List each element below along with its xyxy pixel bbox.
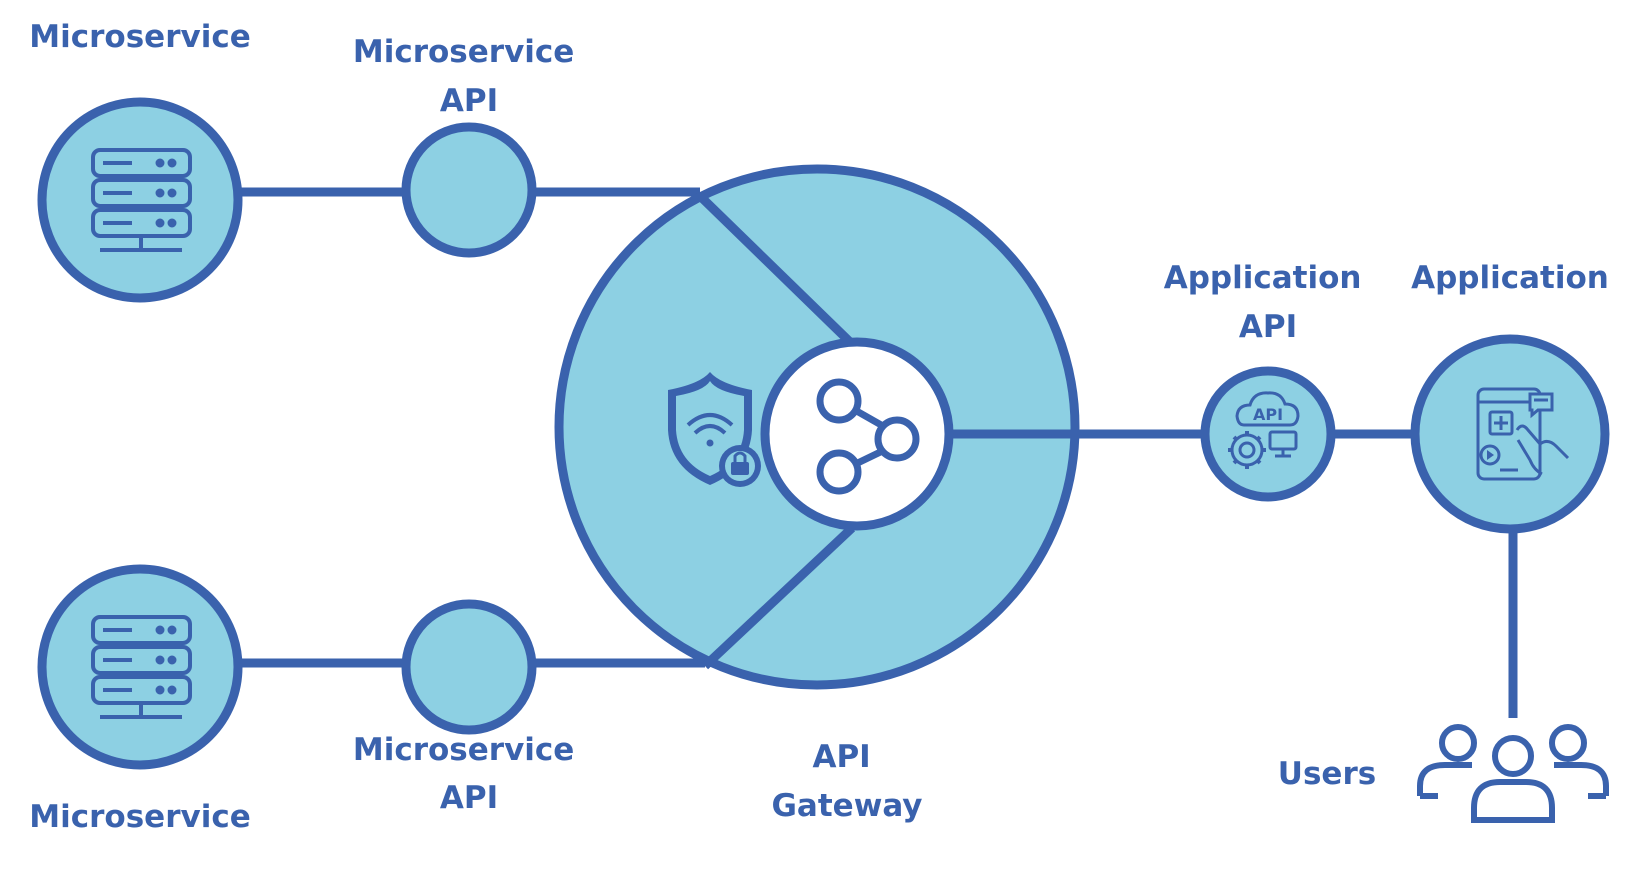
mobile-app-touch-icon bbox=[1476, 387, 1570, 481]
api-gateway-node bbox=[554, 164, 1080, 690]
server-icon bbox=[91, 148, 192, 252]
cloud-api-gear-icon: API bbox=[1228, 391, 1300, 469]
microservice-api-node-top bbox=[401, 122, 537, 258]
api-cloud-text: API bbox=[1253, 405, 1283, 424]
label-line: API bbox=[440, 83, 498, 119]
label-line: API bbox=[1239, 309, 1297, 345]
application-node bbox=[1410, 334, 1610, 534]
connectors bbox=[238, 187, 1518, 718]
label-line: Application bbox=[1164, 260, 1362, 296]
label-line: Microservice bbox=[353, 732, 574, 768]
microservice-api-node-bottom bbox=[401, 599, 537, 735]
label-line: API bbox=[440, 780, 498, 816]
label-application: Application bbox=[1411, 260, 1609, 296]
label-microservice-api-top: Microservice API bbox=[353, 34, 585, 119]
application-api-node: API bbox=[1200, 366, 1336, 502]
label-microservice-top: Microservice bbox=[29, 19, 250, 55]
server-icon bbox=[91, 615, 192, 719]
label-microservice-api-bottom: Microservice API bbox=[353, 732, 585, 816]
label-line: Gateway bbox=[771, 788, 922, 824]
gateway-divider-bottom bbox=[701, 524, 856, 670]
label-application-api: Application API bbox=[1164, 260, 1373, 345]
microservice-node-bottom bbox=[37, 564, 243, 770]
label-line: Microservice bbox=[353, 34, 574, 70]
label-api-gateway: API Gateway bbox=[771, 739, 922, 824]
label-line: API bbox=[812, 739, 870, 775]
shield-wifi-lock-icon bbox=[668, 372, 761, 487]
gateway-hub-circle bbox=[760, 337, 954, 531]
share-network-icon bbox=[816, 378, 920, 495]
users-group-icon bbox=[1417, 724, 1609, 823]
label-users: Users bbox=[1278, 756, 1376, 792]
label-microservice-bottom: Microservice bbox=[29, 799, 250, 835]
gateway-divider-top bbox=[696, 192, 854, 346]
microservice-node-top bbox=[37, 97, 243, 303]
